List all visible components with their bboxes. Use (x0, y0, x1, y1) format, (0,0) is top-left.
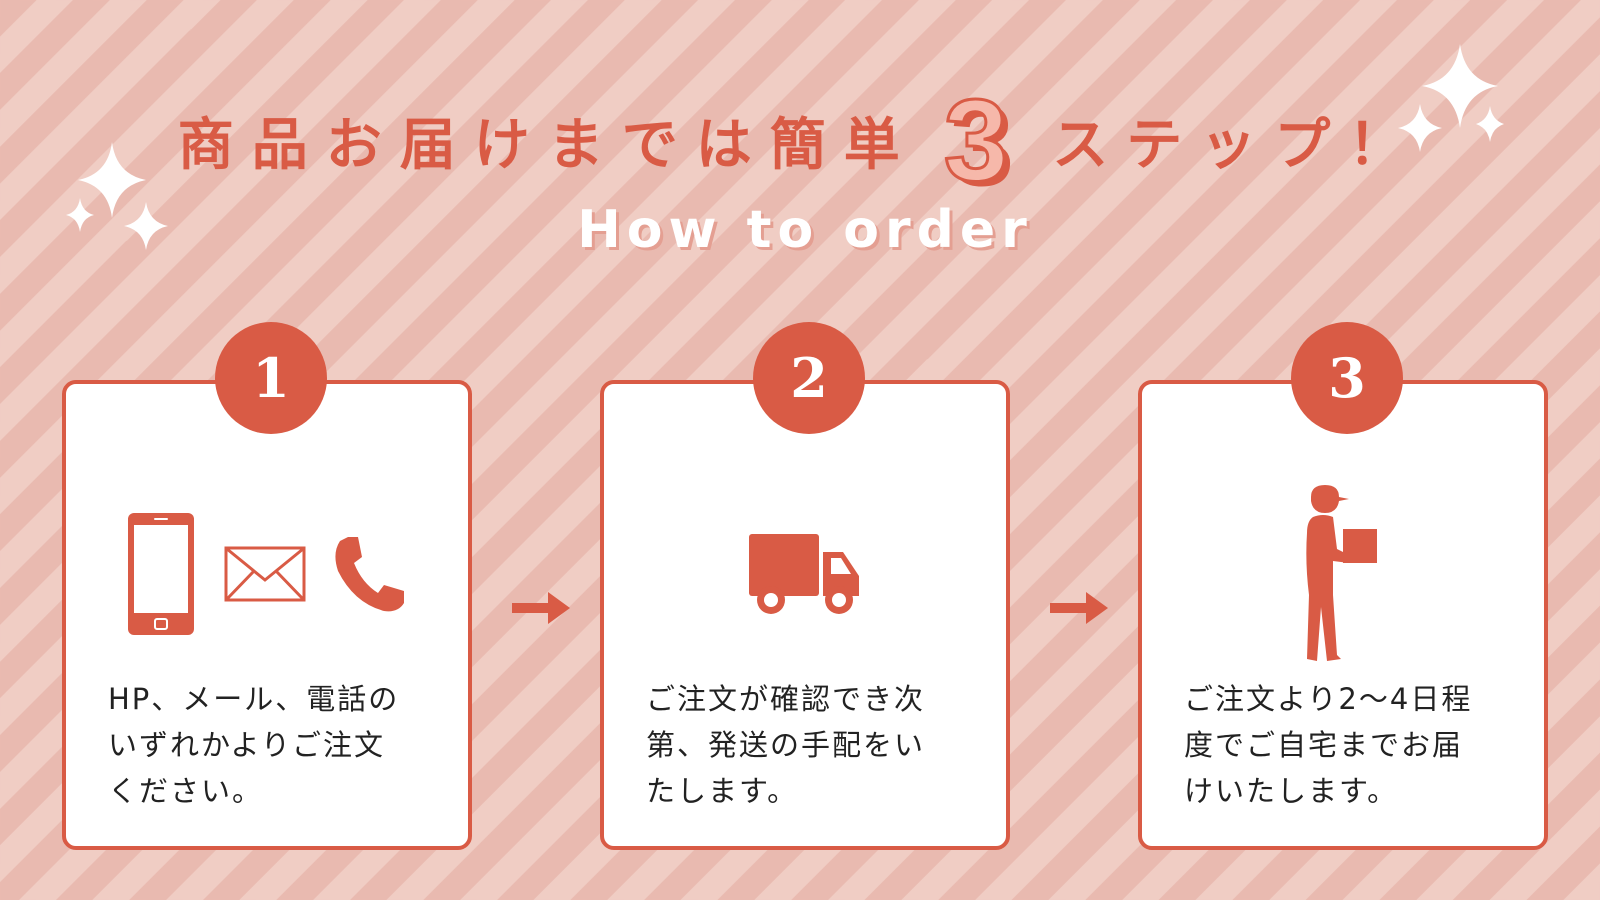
step-card-1: HP、メール、電話の いずれかよりご注文 ください。 (62, 380, 472, 850)
phone-handset-icon (335, 537, 404, 612)
delivery-truck-icon (749, 534, 859, 614)
envelope-icon (224, 546, 306, 602)
title-text-before: 商品お届けまでは簡単 (177, 112, 918, 178)
title-text-after: ステップ！ (1052, 112, 1423, 178)
step-1-line-2: いずれかよりご注文 (108, 728, 385, 762)
step-number-1: 1 (215, 322, 327, 434)
sparkle-icon-right (1398, 44, 1504, 152)
title-step-count: 3 (942, 75, 1009, 205)
sparkle-icon-left (66, 142, 168, 250)
step-1-description: HP、メール、電話の いずれかよりご注文 ください。 (108, 676, 448, 814)
step-3-description: ご注文より2～4日程 度でご自宅までお届 けいたします。 (1184, 676, 1524, 814)
step-3-icons (1142, 485, 1544, 661)
step-1-line-1: HP、メール、電話の (108, 682, 400, 716)
step-2-line-1: ご注文が確認でき次 (646, 682, 926, 716)
step-3-line-1: ご注文より2～4日程 (1184, 682, 1473, 716)
step-card-3: ご注文より2～4日程 度でご自宅までお届 けいたします。 (1138, 380, 1548, 850)
arrow-right-icon (512, 592, 570, 624)
step-2-line-3: たします。 (646, 774, 799, 808)
arrow-right-icon (1050, 592, 1108, 624)
step-3-line-2: 度でご自宅までお届 (1184, 728, 1464, 762)
smartphone-icon (128, 513, 194, 635)
step-number-3: 3 (1291, 322, 1403, 434)
delivery-person-icon (1306, 485, 1377, 661)
step-1-line-3: ください。 (108, 774, 264, 808)
step-1-icons (66, 489, 468, 659)
step-2-line-2: 第、発送の手配をい (646, 728, 926, 762)
page-title: 商品お届けまでは簡単 3 ステップ！ (0, 80, 1600, 200)
step-3-line-3: けいたします。 (1184, 774, 1399, 808)
step-number-2: 2 (753, 322, 865, 434)
step-2-icons (604, 489, 1006, 659)
page-subtitle: How to order (577, 200, 1033, 260)
step-card-2: ご注文が確認でき次 第、発送の手配をい たします。 (600, 380, 1010, 850)
step-2-description: ご注文が確認でき次 第、発送の手配をい たします。 (646, 676, 986, 814)
